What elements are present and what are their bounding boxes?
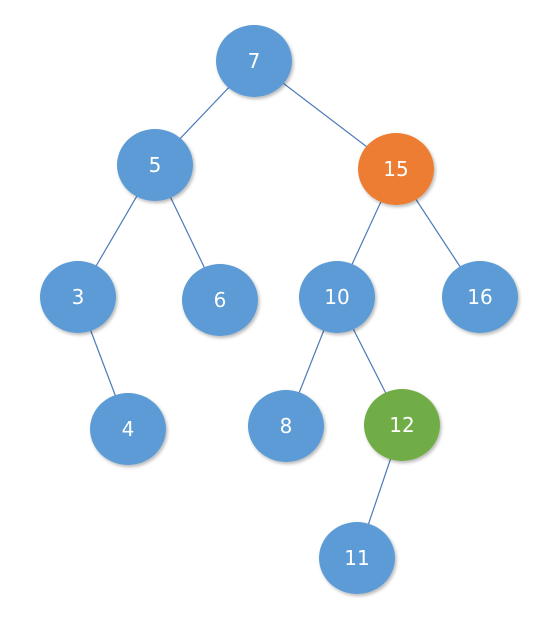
tree-node-12: 12 [364, 389, 440, 461]
node-circle [299, 261, 375, 333]
node-label: 12 [389, 413, 414, 437]
tree-node-15: 15 [358, 133, 434, 205]
tree-node-16: 16 [442, 261, 518, 333]
node-circle [364, 389, 440, 461]
node-label: 11 [344, 546, 369, 570]
node-circle [248, 390, 324, 462]
node-label: 5 [149, 153, 162, 177]
nodes-layer: 7 5 15 3 6 10 16 4 8 12 11 [40, 25, 518, 594]
tree-node-6: 6 [182, 264, 258, 336]
node-circle [117, 129, 193, 201]
node-label: 10 [324, 285, 349, 309]
node-label: 6 [214, 288, 227, 312]
tree-node-8: 8 [248, 390, 324, 462]
tree-node-3: 3 [40, 261, 116, 333]
tree-node-5: 5 [117, 129, 193, 201]
node-circle [182, 264, 258, 336]
node-label: 3 [72, 285, 85, 309]
tree-node-10: 10 [299, 261, 375, 333]
node-circle [40, 261, 116, 333]
node-circle [358, 133, 434, 205]
tree-node-7: 7 [216, 25, 292, 97]
node-circle [319, 522, 395, 594]
node-label: 4 [122, 417, 135, 441]
node-circle [216, 25, 292, 97]
node-label: 15 [383, 157, 408, 181]
tree-node-4: 4 [90, 393, 166, 465]
tree-node-11: 11 [319, 522, 395, 594]
node-label: 8 [280, 414, 293, 438]
node-label: 7 [248, 49, 261, 73]
node-circle [90, 393, 166, 465]
node-circle [442, 261, 518, 333]
node-label: 16 [467, 285, 492, 309]
